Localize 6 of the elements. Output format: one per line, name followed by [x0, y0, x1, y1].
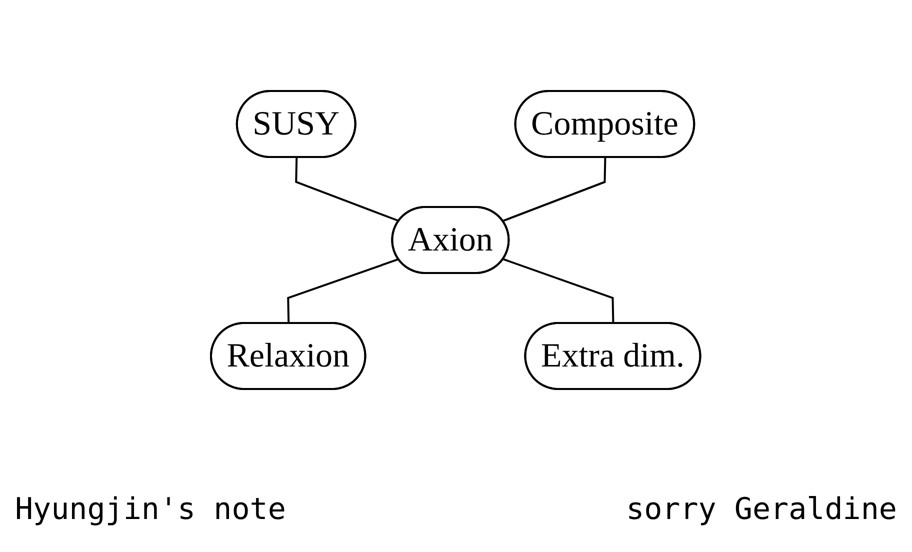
handwritten-note: sorry Geraldine — [626, 492, 897, 527]
connector — [503, 258, 615, 324]
handwritten-note: Hyungjin's note — [15, 492, 286, 527]
connector — [502, 157, 607, 222]
connector — [288, 258, 400, 324]
connector — [296, 157, 400, 222]
